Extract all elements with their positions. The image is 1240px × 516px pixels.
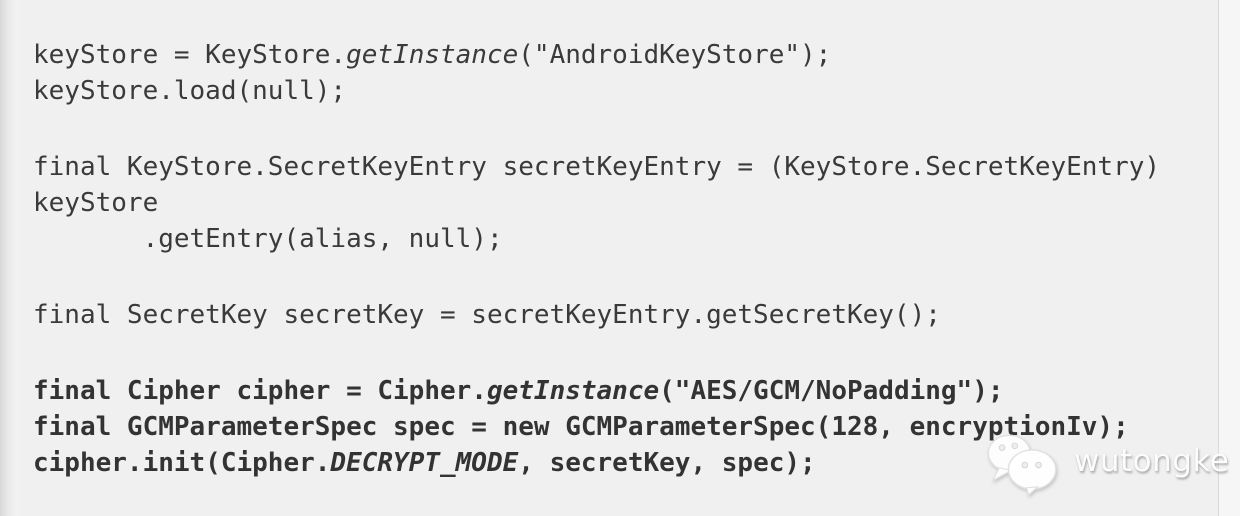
code-segment: getInstance — [486, 376, 660, 406]
code-line: final KeyStore.SecretKeyEntry secretKeyE… — [33, 149, 1160, 185]
code-line: final GCMParameterSpec spec = new GCMPar… — [33, 409, 1160, 445]
code-segment: cipher.init(Cipher. — [33, 448, 331, 478]
left-edge-shadow — [0, 0, 26, 516]
code-segment: final GCMParameterSpec spec = new GCMPar… — [33, 412, 1129, 442]
code-segment: getInstance — [346, 40, 519, 70]
code-segment: ("AES/GCM/NoPadding"); — [659, 376, 1004, 406]
code-line: final SecretKey secretKey = secretKeyEnt… — [33, 297, 1160, 333]
code-segment: .getEntry(alias, null); — [33, 224, 503, 254]
code-paragraph: keyStore = KeyStore.getInstance("Android… — [33, 37, 1160, 109]
code-segment: final Cipher cipher = Cipher. — [33, 376, 487, 406]
code-segment: , secretKey, spec); — [518, 448, 816, 478]
code-paragraph: final Cipher cipher = Cipher.getInstance… — [33, 373, 1160, 481]
code-line: cipher.init(Cipher.DECRYPT_MODE, secretK… — [33, 445, 1160, 481]
code-line: .getEntry(alias, null); — [33, 221, 1160, 257]
code-segment: final SecretKey secretKey = secretKeyEnt… — [33, 300, 941, 330]
right-edge-strip — [1218, 0, 1240, 516]
code-line: keyStore = KeyStore.getInstance("Android… — [33, 37, 1160, 73]
code-segment: keyStore.load(null); — [33, 76, 347, 106]
code-paragraph: final SecretKey secretKey = secretKeyEnt… — [33, 297, 1160, 333]
code-segment: keyStore — [33, 188, 159, 218]
code-block: keyStore = KeyStore.getInstance("Android… — [33, 37, 1160, 481]
code-line: keyStore.load(null); — [33, 73, 1160, 109]
code-segment: final KeyStore.SecretKeyEntry secretKeyE… — [33, 152, 1161, 182]
code-paragraph: final KeyStore.SecretKeyEntry secretKeyE… — [33, 149, 1160, 257]
code-line: keyStore — [33, 185, 1160, 221]
code-segment: DECRYPT_MODE — [330, 448, 519, 478]
code-segment: keyStore = KeyStore. — [33, 40, 347, 70]
code-line: final Cipher cipher = Cipher.getInstance… — [33, 373, 1160, 409]
code-segment: ("AndroidKeyStore"); — [518, 40, 832, 70]
